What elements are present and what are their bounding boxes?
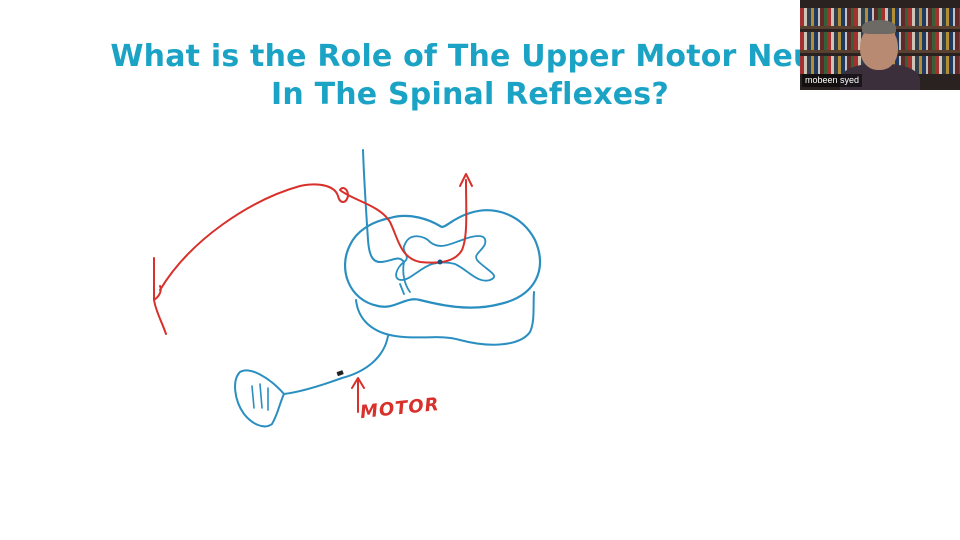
participant-name-label: mobeen syed [802, 74, 863, 87]
ascending-arrow [459, 173, 473, 187]
slide-title-line-2: In The Spinal Reflexes? [271, 77, 669, 112]
slide-title: What is the Role of The Upper Motor Neur… [60, 38, 880, 114]
receptor-shape [153, 257, 167, 335]
muscle-fibers [251, 383, 269, 411]
slide-title-line-1: What is the Role of The Upper Motor Neur [110, 39, 830, 74]
synapse-dot [437, 259, 443, 265]
spinal-cord-depth [355, 291, 535, 346]
dorsal-root-line [362, 149, 405, 263]
motor-arrow [351, 377, 365, 413]
participant-video-tile[interactable]: mobeen syed [800, 0, 960, 90]
participant-hair [862, 20, 896, 34]
motor-axon [283, 335, 389, 395]
interneuron-branch [399, 261, 411, 295]
spinal-cord-outline [343, 209, 541, 309]
grey-matter [395, 235, 495, 282]
sensory-afferent [159, 179, 468, 291]
bookshelf-row [800, 8, 960, 26]
pen-cursor-icon [335, 369, 345, 377]
muscle-shape [234, 369, 285, 428]
